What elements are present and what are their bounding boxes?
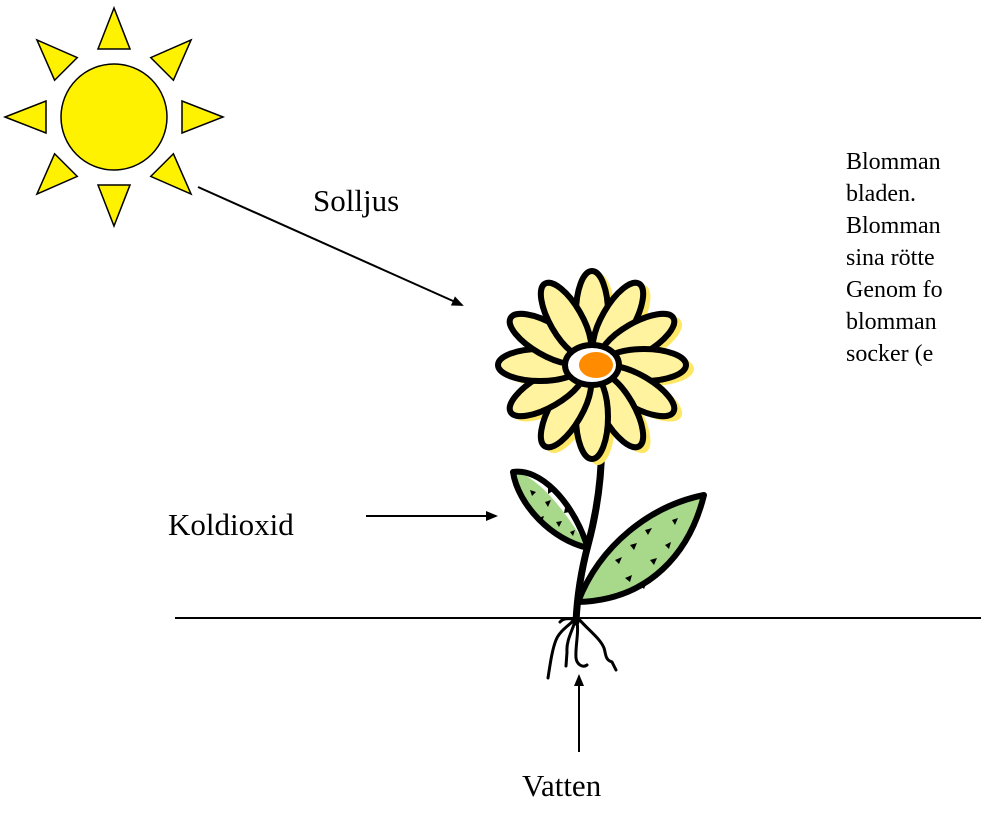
flower-roots xyxy=(548,618,616,678)
sun-disc xyxy=(61,64,167,170)
water-label: Vatten xyxy=(522,770,601,801)
left-leaf xyxy=(513,470,588,548)
explanation-line: sina rötte xyxy=(846,242,981,274)
explanation-text: Blomman bladen. Blomman sina rötte Genom… xyxy=(846,146,981,370)
flower-petals xyxy=(498,271,694,465)
sunlight-label: Solljus xyxy=(313,185,399,216)
explanation-line: Genom fo xyxy=(846,274,981,306)
explanation-line: bladen. xyxy=(846,178,981,210)
co2-label: Koldioxid xyxy=(168,509,294,540)
flower-icon xyxy=(498,271,704,678)
explanation-line: Blomman xyxy=(846,210,981,242)
explanation-line: socker (e xyxy=(846,338,981,370)
flower-center xyxy=(579,352,613,378)
explanation-line: blomman xyxy=(846,306,981,338)
sun-icon xyxy=(5,8,223,226)
explanation-line: Blomman xyxy=(846,146,981,178)
